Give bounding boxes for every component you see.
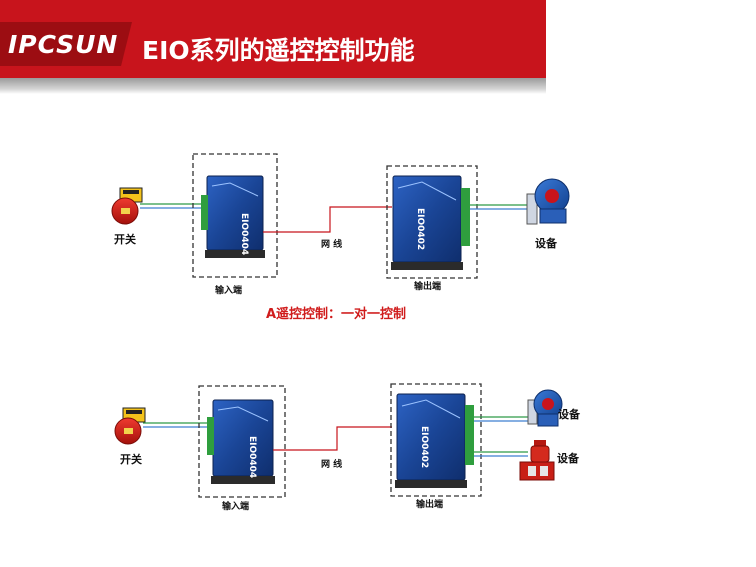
input-label: 输入端 — [222, 500, 249, 512]
diagram-one-to-one: 开关 EIO0404 输入端 网 线 EIO0402 输出端 — [111, 153, 570, 322]
network-label: 网 线 — [321, 458, 342, 470]
output-device — [395, 393, 474, 488]
switch-label: 开关 — [114, 232, 136, 246]
blower-icon — [526, 178, 570, 225]
output-device-model: EIO0402 — [415, 208, 425, 250]
equipment-label: 设备 — [557, 451, 580, 465]
switch-label: 开关 — [120, 452, 142, 466]
input-device-frame — [192, 153, 278, 278]
equipment-label: 设备 — [535, 236, 558, 250]
input-device — [207, 399, 275, 484]
diagram-caption: A遥控控制：一对一控制 — [266, 306, 406, 322]
diagram-one-to-many: 开关 EIO0404 输入端 网 线 EIO0402 输出端 — [114, 383, 581, 512]
equipment-label: 设备 — [558, 407, 581, 421]
output-device-frame — [386, 165, 478, 279]
input-device-model: EIO0404 — [239, 213, 249, 255]
output-device-model: EIO0402 — [419, 426, 429, 468]
output-label: 输出端 — [416, 498, 443, 510]
network-cable — [273, 426, 392, 451]
output-device — [391, 175, 470, 270]
brand-logo: IPCSUN — [8, 30, 119, 59]
output-device-frame — [390, 383, 482, 497]
blower-icon — [527, 389, 563, 427]
switch-icon — [114, 407, 146, 445]
switch-icon — [111, 187, 143, 225]
input-device — [201, 175, 265, 258]
page-title: EIO系列的遥控控制功能 — [142, 36, 415, 65]
input-device-frame — [198, 385, 286, 498]
network-cable — [263, 206, 392, 233]
header-shadow — [0, 78, 546, 94]
output-label: 输出端 — [414, 280, 441, 292]
siren-icon — [519, 440, 555, 481]
input-label: 输入端 — [215, 284, 242, 296]
input-device-model: EIO0404 — [247, 436, 257, 478]
network-label: 网 线 — [321, 238, 342, 250]
